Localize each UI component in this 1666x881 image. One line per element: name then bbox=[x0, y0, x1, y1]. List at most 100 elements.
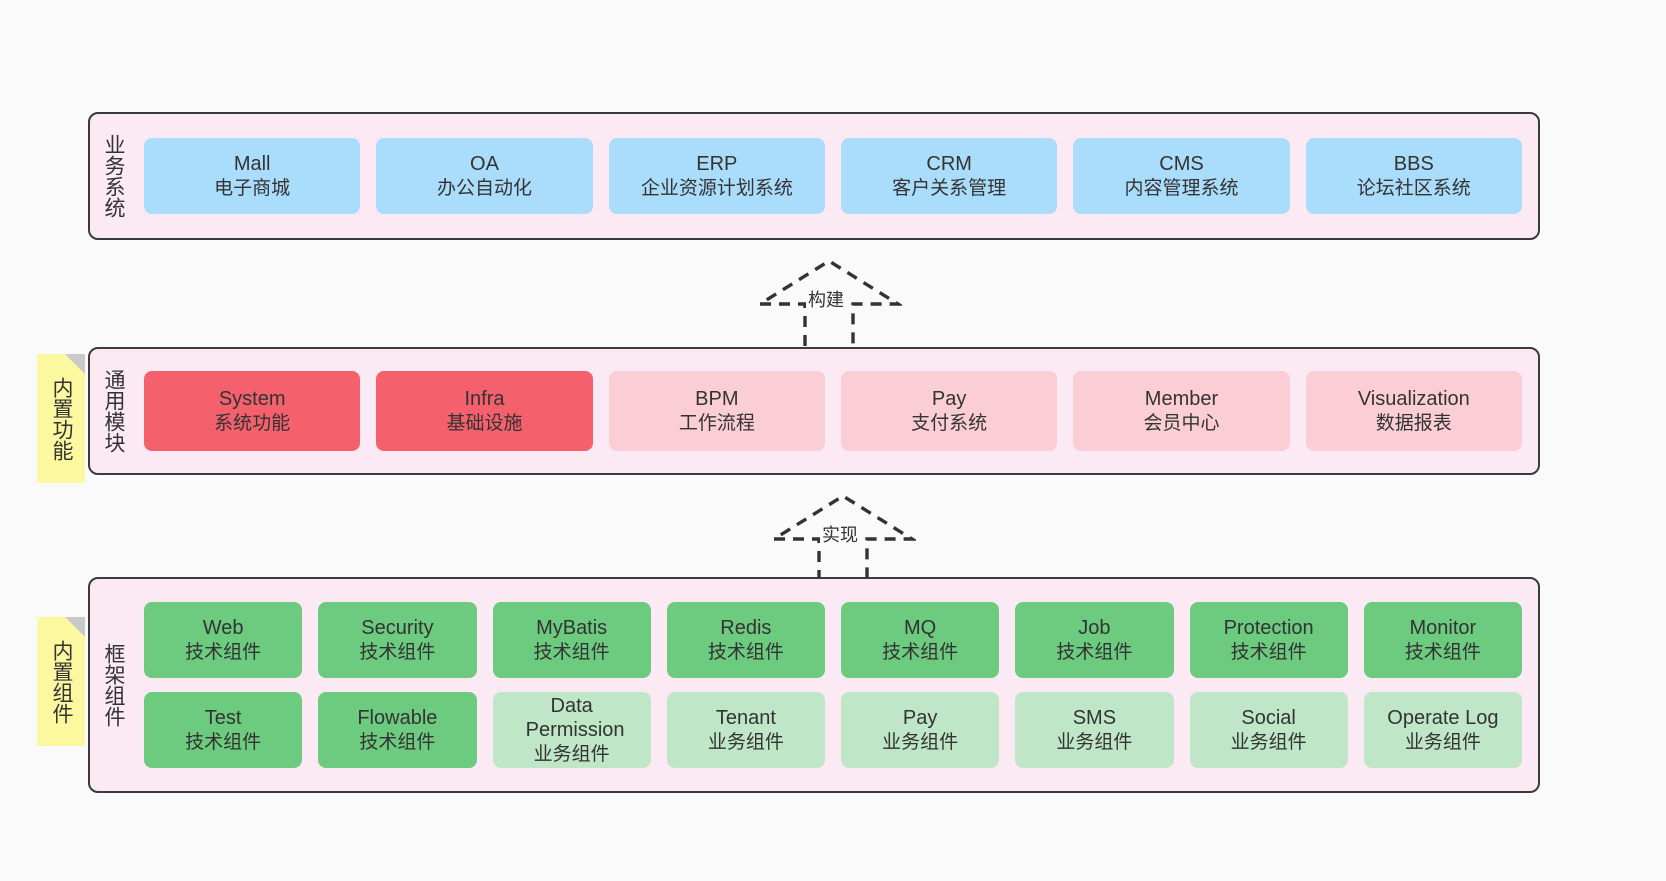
node-erp[interactable]: ERP 企业资源计划系统 bbox=[608, 138, 825, 214]
node-system[interactable]: System 系统功能 bbox=[144, 371, 361, 451]
node-desc: 业务组件 bbox=[882, 731, 959, 753]
node-job[interactable]: Job 技术组件 bbox=[1015, 602, 1174, 678]
node-name: Protection bbox=[1223, 617, 1314, 640]
node-row-business: Test 技术组件 Flowable 技术组件 Data Permission … bbox=[144, 692, 1522, 768]
node-desc: 技术组件 bbox=[185, 641, 262, 663]
node-desc: 办公自动化 bbox=[436, 177, 532, 199]
connector-build: 构建 bbox=[754, 258, 904, 346]
node-name: CRM bbox=[926, 153, 972, 176]
node-mall[interactable]: Mall 电子商城 bbox=[144, 138, 361, 214]
node-bbs[interactable]: BBS 论坛社区系统 bbox=[1305, 138, 1522, 214]
node-desc: 客户关系管理 bbox=[892, 177, 1007, 199]
node-desc: 业务组件 bbox=[1056, 731, 1133, 753]
layer-title-common: 通用模块 bbox=[102, 369, 126, 453]
node-name: BBS bbox=[1393, 153, 1434, 176]
layer-title-framework: 框架组件 bbox=[102, 643, 126, 727]
node-operate-log[interactable]: Operate Log 业务组件 bbox=[1363, 692, 1522, 768]
node-name: Mall bbox=[233, 153, 271, 176]
node-name: Monitor bbox=[1409, 617, 1477, 640]
note-label: 内置组件 bbox=[50, 639, 74, 724]
node-name: System bbox=[218, 388, 286, 411]
node-desc: 技术组件 bbox=[1056, 641, 1133, 663]
node-desc: 技术组件 bbox=[359, 731, 436, 753]
node-desc: 电子商城 bbox=[214, 177, 291, 199]
node-desc: 技术组件 bbox=[533, 641, 610, 663]
node-desc: 技术组件 bbox=[1404, 641, 1481, 663]
node-member[interactable]: Member 会员中心 bbox=[1073, 371, 1290, 451]
node-row: System 系统功能 Infra 基础设施 BPM 工作流程 Pay 支付系统… bbox=[144, 371, 1522, 451]
node-desc: 业务组件 bbox=[1230, 731, 1307, 753]
node-name: Redis bbox=[720, 617, 772, 640]
connector-build-label: 构建 bbox=[806, 286, 846, 312]
node-pay-component[interactable]: Pay 业务组件 bbox=[841, 692, 1000, 768]
layer-body-common: System 系统功能 Infra 基础设施 BPM 工作流程 Pay 支付系统… bbox=[136, 349, 1538, 473]
layer-business-system: 业务系统 Mall 电子商城 OA 办公自动化 ERP 企业资源计划系统 CRM… bbox=[88, 112, 1540, 240]
note-label: 内置功能 bbox=[50, 376, 74, 461]
node-desc: 系统功能 bbox=[214, 412, 291, 434]
node-tenant[interactable]: Tenant 业务组件 bbox=[666, 692, 825, 768]
node-name: MQ bbox=[904, 617, 937, 640]
node-name: Job bbox=[1078, 617, 1111, 640]
node-name: Test bbox=[204, 707, 242, 730]
node-name: Tenant bbox=[715, 707, 776, 730]
node-redis[interactable]: Redis 技术组件 bbox=[666, 602, 825, 678]
node-pay-module[interactable]: Pay 支付系统 bbox=[840, 371, 1058, 451]
node-desc: 业务组件 bbox=[707, 731, 784, 753]
node-mybatis[interactable]: MyBatis 技术组件 bbox=[492, 602, 651, 678]
node-monitor[interactable]: Monitor 技术组件 bbox=[1363, 602, 1522, 678]
node-flowable[interactable]: Flowable 技术组件 bbox=[318, 692, 477, 768]
implement-arrow-icon bbox=[768, 493, 918, 581]
node-desc: 数据报表 bbox=[1375, 412, 1452, 434]
layer-common-modules: 通用模块 System 系统功能 Infra 基础设施 BPM 工作流程 Pay… bbox=[88, 347, 1540, 475]
node-desc: 技术组件 bbox=[359, 641, 436, 663]
node-oa[interactable]: OA 办公自动化 bbox=[376, 138, 593, 214]
node-name: CMS bbox=[1159, 153, 1204, 176]
node-name: Pay bbox=[902, 707, 938, 730]
node-name: Flowable bbox=[357, 707, 438, 730]
node-desc: 技术组件 bbox=[707, 641, 784, 663]
layer-body-business: Mall 电子商城 OA 办公自动化 ERP 企业资源计划系统 CRM 客户关系… bbox=[136, 114, 1538, 238]
node-name: BPM bbox=[695, 388, 739, 411]
node-cms[interactable]: CMS 内容管理系统 bbox=[1073, 138, 1290, 214]
node-protection[interactable]: Protection 技术组件 bbox=[1189, 602, 1348, 678]
node-desc: 技术组件 bbox=[882, 641, 959, 663]
layer-title-business: 业务系统 bbox=[102, 134, 126, 218]
node-test[interactable]: Test 技术组件 bbox=[144, 692, 303, 768]
node-desc: 业务组件 bbox=[1404, 731, 1481, 753]
node-visualization[interactable]: Visualization 数据报表 bbox=[1305, 371, 1522, 451]
node-security[interactable]: Security 技术组件 bbox=[318, 602, 477, 678]
node-web[interactable]: Web 技术组件 bbox=[144, 602, 303, 678]
build-arrow-icon bbox=[754, 258, 904, 346]
node-infra[interactable]: Infra 基础设施 bbox=[376, 371, 593, 451]
node-desc: 会员中心 bbox=[1143, 412, 1220, 434]
node-name: Member bbox=[1144, 388, 1219, 411]
node-desc: 企业资源计划系统 bbox=[640, 177, 793, 199]
node-social[interactable]: Social 业务组件 bbox=[1189, 692, 1348, 768]
node-desc: 支付系统 bbox=[911, 412, 988, 434]
node-desc: 业务组件 bbox=[533, 743, 610, 765]
node-crm[interactable]: CRM 客户关系管理 bbox=[840, 138, 1058, 214]
layer-body-framework: Web 技术组件 Security 技术组件 MyBatis 技术组件 Redi… bbox=[136, 579, 1538, 791]
node-desc: 基础设施 bbox=[446, 412, 523, 434]
node-name: Operate Log bbox=[1387, 707, 1499, 730]
sticky-note-builtin-function: 内置功能 bbox=[37, 354, 85, 483]
node-data-permission[interactable]: Data Permission 业务组件 bbox=[492, 692, 651, 768]
node-sms[interactable]: SMS 业务组件 bbox=[1015, 692, 1174, 768]
layer-framework-components: 框架组件 Web 技术组件 Security 技术组件 MyBatis 技术组件… bbox=[88, 577, 1540, 793]
node-name: Visualization bbox=[1357, 388, 1470, 411]
connector-implement-label: 实现 bbox=[820, 521, 860, 547]
node-row: Mall 电子商城 OA 办公自动化 ERP 企业资源计划系统 CRM 客户关系… bbox=[144, 138, 1522, 214]
node-name: Web bbox=[202, 617, 244, 640]
node-name: Social bbox=[1241, 707, 1296, 730]
connector-implement: 实现 bbox=[768, 493, 918, 581]
node-name: SMS bbox=[1072, 707, 1117, 730]
node-desc: 技术组件 bbox=[1230, 641, 1307, 663]
node-desc: 论坛社区系统 bbox=[1356, 177, 1471, 199]
node-name: Security bbox=[361, 617, 434, 640]
node-mq[interactable]: MQ 技术组件 bbox=[841, 602, 1000, 678]
node-desc: 工作流程 bbox=[678, 412, 755, 434]
node-desc: 内容管理系统 bbox=[1124, 177, 1239, 199]
node-bpm[interactable]: BPM 工作流程 bbox=[608, 371, 825, 451]
sticky-note-builtin-component: 内置组件 bbox=[37, 617, 85, 746]
